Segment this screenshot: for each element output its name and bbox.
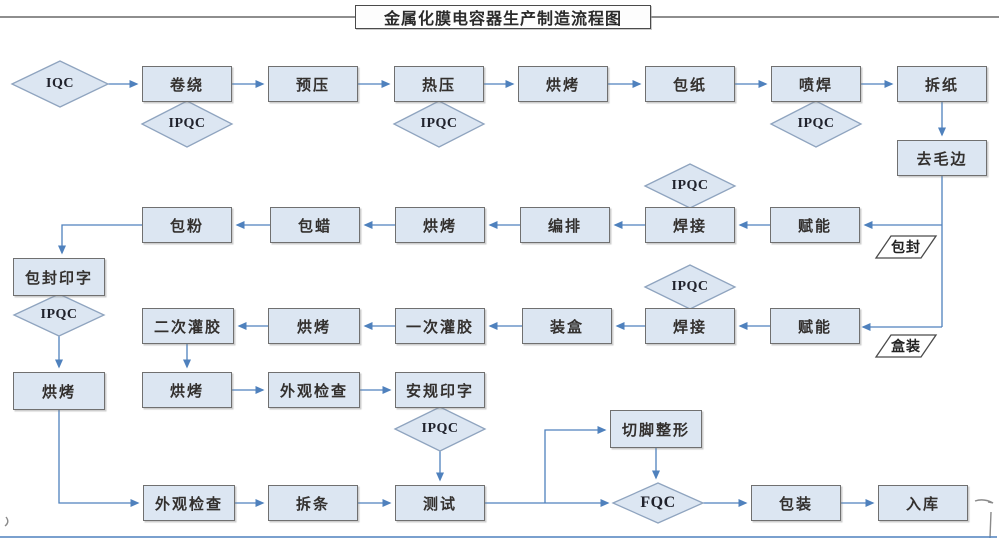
node-baking-2: 烘烤: [395, 207, 485, 243]
node-test: 测试: [395, 485, 485, 521]
ipqc-diamond-safeprint: [393, 406, 487, 452]
ipqc-diamond-encapprint: [12, 293, 106, 337]
fqc-label: FQC: [640, 494, 676, 511]
iqc-label: IQC: [46, 76, 74, 91]
node-pack: 包装: [751, 485, 841, 521]
node-store: 入库: [878, 485, 968, 521]
ipqc-label-winding: IPQC: [168, 116, 206, 131]
encapsulation-label: 包封: [891, 241, 921, 256]
ipqc-diamond-winding: [140, 100, 234, 148]
node-inspect-1: 外观检查: [268, 372, 360, 408]
ipqc-label-weld1: IPQC: [671, 178, 709, 193]
node-strip-split: 拆条: [268, 485, 358, 521]
node-baking-3: 烘烤: [268, 308, 360, 344]
node-safe-print: 安规印字: [395, 372, 485, 408]
node-deburr: 去毛边: [897, 140, 987, 176]
ipqc-label-encapprint: IPQC: [40, 307, 78, 322]
node-paper-wrap: 包纸: [645, 66, 735, 102]
node-baking-4: 烘烤: [142, 372, 232, 408]
ipqc-label-weld2: IPQC: [671, 279, 709, 294]
node-prepress: 预压: [268, 66, 358, 102]
node-hotpress: 热压: [394, 66, 484, 102]
boxing-label: 盒装: [891, 340, 921, 355]
ipqc-label-hotpress: IPQC: [420, 116, 458, 131]
node-baking-1: 烘烤: [518, 66, 608, 102]
iqc-diamond: [10, 60, 110, 108]
node-second-pot: 二次灌胶: [142, 308, 234, 344]
node-wax: 包蜡: [270, 207, 360, 243]
node-powder: 包粉: [142, 207, 232, 243]
node-arrange: 编排: [520, 207, 610, 243]
ipqc-diamond-hotpress: [392, 100, 486, 148]
node-box-fill: 装盒: [522, 308, 612, 344]
node-winding: 卷绕: [142, 66, 232, 102]
connectors: [55, 80, 946, 507]
node-baking-left: 烘烤: [13, 372, 105, 410]
stage-parallelograms: [874, 235, 938, 358]
node-inspect-2: 外观检查: [143, 485, 235, 521]
page-title: 金属化膜电容器生产制造流程图: [355, 5, 651, 29]
node-paper-remove: 拆纸: [897, 66, 987, 102]
ipqc-diamond-weld1: [643, 163, 737, 209]
node-first-pot: 一次灌胶: [395, 308, 485, 344]
node-energize-1: 赋能: [770, 207, 860, 243]
fqc-diamond: [611, 482, 705, 524]
node-cut-form: 切脚整形: [610, 410, 702, 448]
ipqc-diamond-sprayweld: [769, 100, 863, 148]
node-energize-2: 赋能: [770, 308, 860, 344]
ipqc-diamond-weld2: [643, 264, 737, 310]
decision-diamonds: [10, 60, 863, 524]
node-encap-print: 包封印字: [13, 258, 105, 296]
ipqc-label-safeprint: IPQC: [421, 421, 459, 436]
boxing-parallelogram: [874, 334, 938, 358]
node-weld-1: 焊接: [645, 207, 735, 243]
node-spray-weld: 喷焊: [771, 66, 861, 102]
node-weld-2: 焊接: [645, 308, 735, 344]
scan-artifacts: [4, 499, 994, 539]
ipqc-label-sprayweld: IPQC: [797, 116, 835, 131]
encapsulation-parallelogram: [874, 235, 938, 259]
